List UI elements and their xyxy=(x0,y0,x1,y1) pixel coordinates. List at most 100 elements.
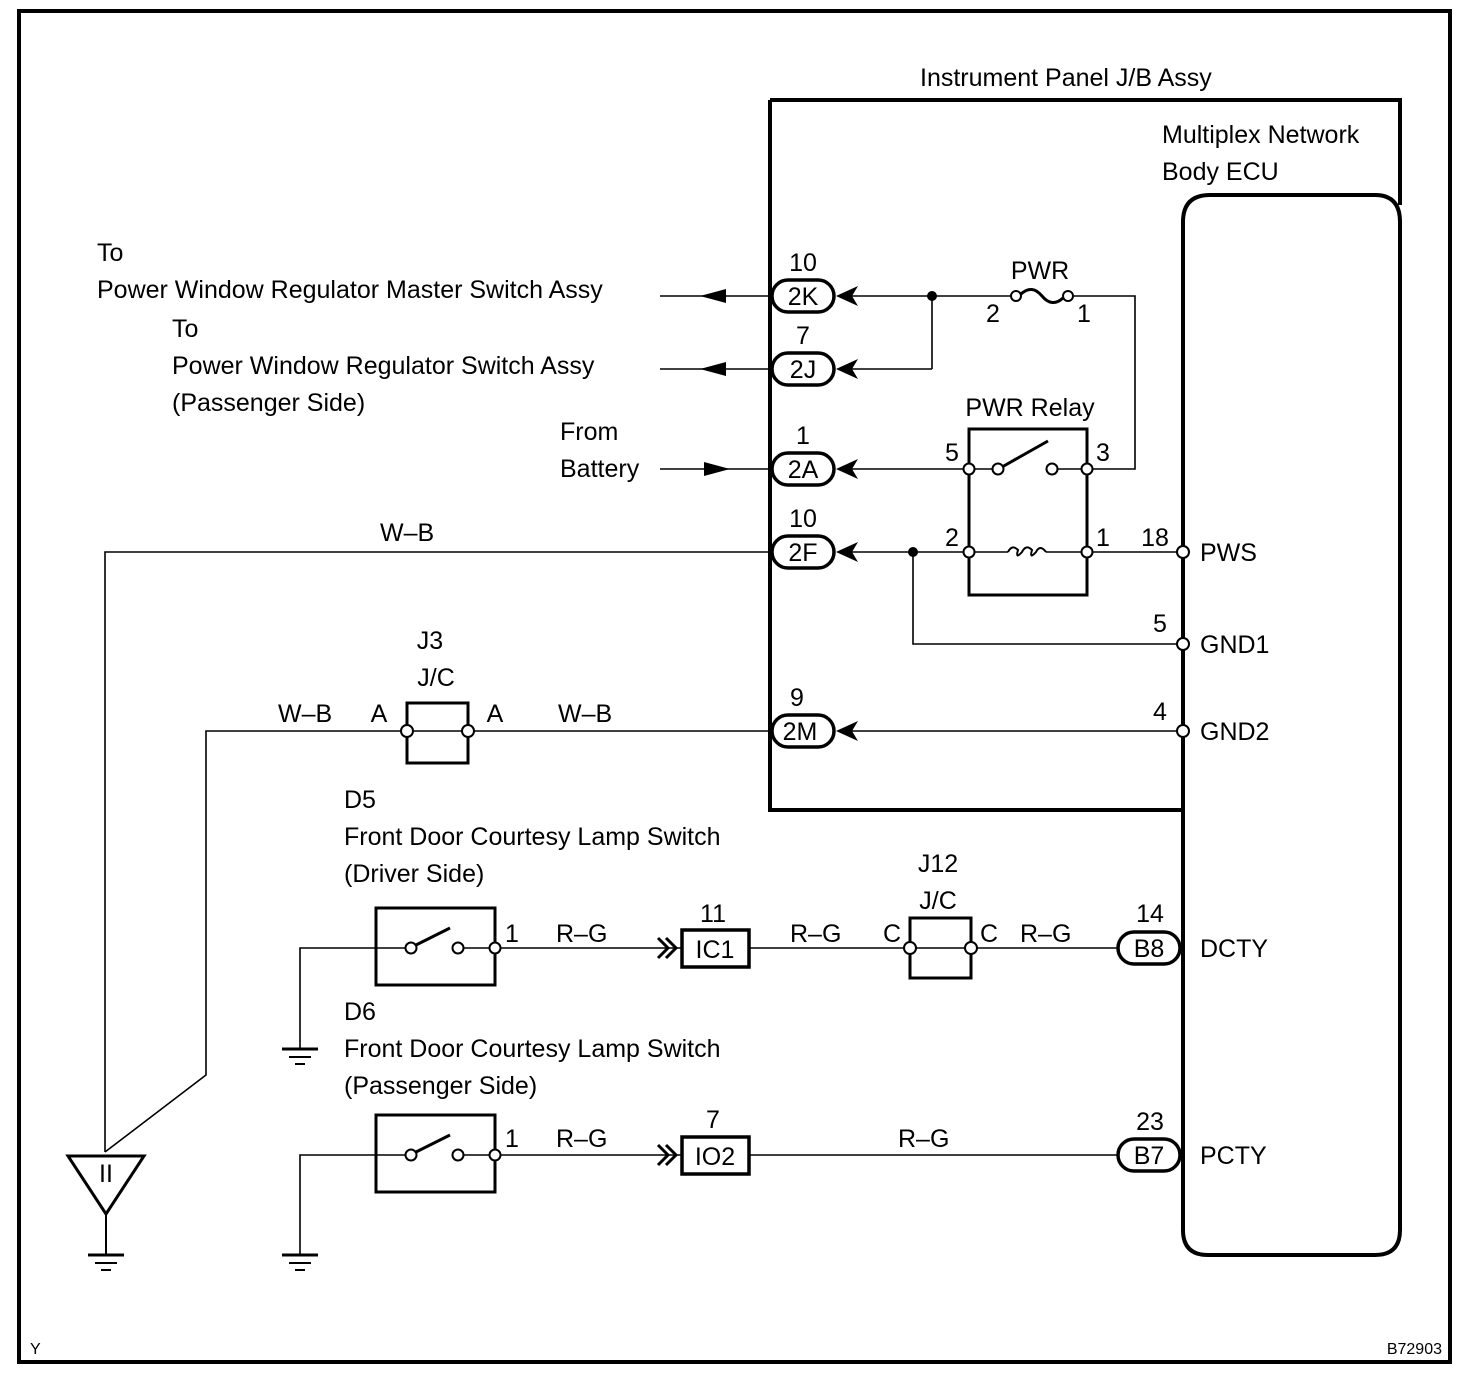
wire-2f-ground xyxy=(104,551,772,1152)
relay-terminal-1 xyxy=(1080,545,1094,559)
connector-2a-code: 2A xyxy=(788,456,819,484)
d6-switch-box xyxy=(374,1113,497,1194)
connector-ic1 xyxy=(680,928,751,969)
j3-terminal xyxy=(461,724,475,738)
fuse-pin-1: 1 xyxy=(1077,300,1091,328)
d6-pin: 1 xyxy=(505,1125,519,1153)
connector-b7 xyxy=(1116,1137,1182,1173)
d5-switch-box xyxy=(374,906,497,987)
jb-assy-label: Instrument Panel J/B Assy xyxy=(920,64,1212,92)
wire-2m-ground xyxy=(104,730,772,1153)
wire-color-rg: R–G xyxy=(1020,920,1071,948)
j12-terminal xyxy=(903,941,917,955)
connector-2f-code: 2F xyxy=(788,539,817,567)
wire-color-rg: R–G xyxy=(556,920,607,948)
diagram-frame xyxy=(17,9,1452,1364)
ground-point-triangle-icon xyxy=(65,1154,147,1217)
ic1-pin: 11 xyxy=(700,900,726,928)
fuse-label: PWR xyxy=(1011,257,1069,285)
j12-terminal xyxy=(964,941,978,955)
j12-id: J12 xyxy=(918,850,958,878)
wire-color-rg: R–G xyxy=(790,920,841,948)
j12-pin-c-right: C xyxy=(980,920,998,948)
relay-terminal-3 xyxy=(1080,462,1094,476)
connector-b8 xyxy=(1116,930,1182,966)
connector-ic1-code: IC1 xyxy=(696,936,735,964)
relay-pin-1: 1 xyxy=(1096,524,1110,552)
fuse-terminal-1 xyxy=(1062,290,1074,302)
connector-2k-code: 2K xyxy=(788,283,819,311)
io2-chevron-icon xyxy=(656,1143,679,1167)
d5-contact xyxy=(404,941,418,955)
wire-color-wb: W–B xyxy=(380,519,434,547)
pin-2m: 9 xyxy=(790,684,804,712)
j3-terminal xyxy=(400,724,414,738)
ecu-pin-4: 4 xyxy=(1153,698,1167,726)
wire-color-rg: R–G xyxy=(898,1125,949,1153)
passenger-switch-to: To xyxy=(172,315,198,343)
j3-junction-box xyxy=(405,701,470,765)
relay-label: PWR Relay xyxy=(965,394,1095,422)
ecu-pin-pcty: PCTY xyxy=(1200,1142,1267,1170)
relay-contact xyxy=(1045,462,1059,476)
d6-terminal-1 xyxy=(488,1148,502,1162)
connector-io2-code: IO2 xyxy=(695,1143,735,1171)
d6-side: (Passenger Side) xyxy=(344,1072,537,1100)
wire-d5-ground xyxy=(299,947,410,1048)
relay-coil-icon xyxy=(1007,546,1047,557)
ground-point-label: II xyxy=(99,1160,113,1188)
relay-pin-3: 3 xyxy=(1096,439,1110,467)
connector-b8-code: B8 xyxy=(1134,935,1165,963)
d5-terminal-1 xyxy=(488,941,502,955)
pin-2a: 1 xyxy=(796,422,810,450)
connector-2k xyxy=(770,278,836,314)
connector-2j-code: 2J xyxy=(790,356,816,384)
ground-icon xyxy=(282,1047,318,1065)
d5-contact xyxy=(451,941,465,955)
wire-fuse-relay3 xyxy=(1073,295,1136,470)
d5-name: Front Door Courtesy Lamp Switch xyxy=(344,823,721,851)
passenger-switch-side: (Passenger Side) xyxy=(172,389,365,417)
d5-id: D5 xyxy=(344,786,376,814)
ecu-pin-18: 18 xyxy=(1141,524,1169,552)
connector-2f xyxy=(770,534,836,570)
ecu-label-line2: Body ECU xyxy=(1162,158,1279,186)
j3-pin-a-right: A xyxy=(487,700,504,728)
d6-contact xyxy=(404,1148,418,1162)
arrow-right-icon xyxy=(704,462,730,476)
d6-contact xyxy=(451,1148,465,1162)
pin-2j: 7 xyxy=(796,322,810,350)
connector-2m-code: 2M xyxy=(783,718,818,746)
d6-switch-icon xyxy=(413,1133,451,1155)
battery-from: From xyxy=(560,418,618,446)
d5-pin: 1 xyxy=(505,920,519,948)
ecu-pin-14: 14 xyxy=(1136,900,1164,928)
d6-id: D6 xyxy=(344,998,376,1026)
j12-type: J/C xyxy=(919,887,957,915)
d5-switch-icon xyxy=(413,926,451,948)
j3-id: J3 xyxy=(417,627,443,655)
ecu-pin-pws: PWS xyxy=(1200,539,1257,567)
ecu-terminal-gnd1 xyxy=(1176,637,1190,651)
pin-2k: 10 xyxy=(789,249,817,277)
connector-2j xyxy=(770,351,836,387)
jb-assy-box xyxy=(768,98,1402,812)
d5-side: (Driver Side) xyxy=(344,860,484,888)
relay-pin-2: 2 xyxy=(945,524,959,552)
ic1-chevron-icon xyxy=(656,936,679,960)
relay-pin-5: 5 xyxy=(945,439,959,467)
fuse-terminal-2 xyxy=(1010,290,1022,302)
pin-2f: 10 xyxy=(789,505,817,533)
ecu-pin-gnd1: GND1 xyxy=(1200,631,1269,659)
connector-b7-code: B7 xyxy=(1134,1142,1165,1170)
fuse-pin-2: 2 xyxy=(986,300,1000,328)
ecu-label-line1: Multiplex Network xyxy=(1162,121,1360,149)
relay-box xyxy=(967,427,1089,597)
ground-icon xyxy=(88,1253,124,1271)
relay-switch-icon xyxy=(1001,439,1049,469)
passenger-switch-label: Power Window Regulator Switch Assy xyxy=(172,352,595,380)
figure-code: B72903 xyxy=(1387,1341,1442,1358)
wire-color-wb: W–B xyxy=(558,700,612,728)
connector-2m xyxy=(770,713,836,749)
